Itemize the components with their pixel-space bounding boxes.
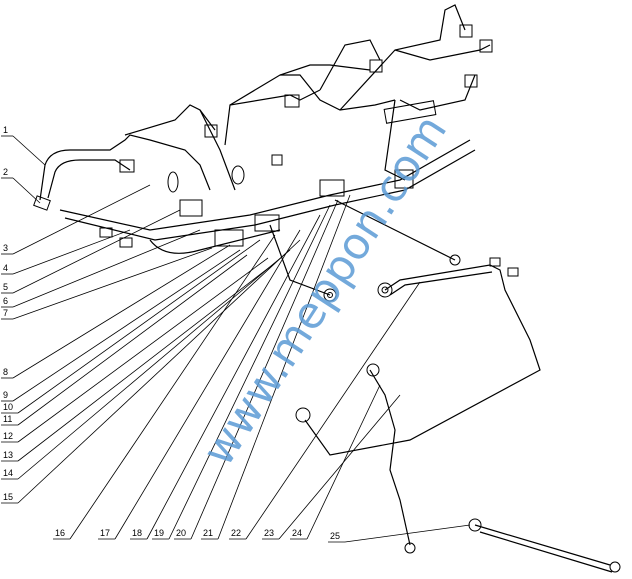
callout-leaders [1, 135, 471, 543]
callout-4: 4 [3, 263, 9, 273]
leader-line [12, 184, 151, 255]
callout-23: 23 [264, 528, 275, 538]
callout-7: 7 [3, 308, 9, 318]
leader-line [217, 194, 351, 540]
callout-9: 9 [3, 390, 9, 400]
leader-line [306, 384, 381, 540]
leader-line [12, 249, 241, 402]
leader-line [17, 254, 248, 426]
leader-line [12, 135, 46, 166]
leader-line [17, 257, 269, 443]
callout-18: 18 [132, 528, 143, 538]
leader-line [12, 244, 231, 379]
callout-5: 5 [3, 282, 9, 292]
leader-line [168, 204, 331, 540]
leader-line [190, 199, 339, 540]
leader-line [12, 229, 131, 275]
leader-line [17, 239, 301, 504]
callout-25: 25 [330, 531, 341, 541]
leader-line [245, 281, 421, 540]
leader-line [12, 177, 41, 204]
callout-19: 19 [154, 528, 165, 538]
leader-line [69, 234, 276, 540]
callout-24: 24 [292, 528, 303, 538]
callout-6: 6 [3, 296, 9, 306]
leader-line [146, 214, 321, 540]
leader-line [17, 239, 261, 414]
callout-20: 20 [176, 528, 187, 538]
leader-line [278, 394, 401, 540]
leader-line [12, 247, 213, 320]
fittings [33, 24, 621, 573]
callout-17: 17 [100, 528, 111, 538]
callout-13: 13 [3, 450, 14, 460]
callout-3: 3 [3, 243, 9, 253]
callout-16: 16 [55, 528, 66, 538]
callout-22: 22 [231, 528, 242, 538]
leader-line [12, 229, 201, 308]
callout-15: 15 [3, 492, 14, 502]
leader-line [12, 209, 181, 294]
callout-14: 14 [3, 468, 14, 478]
callout-12: 12 [3, 431, 14, 441]
callout-21: 21 [203, 528, 214, 538]
callout-1: 1 [3, 125, 9, 135]
leader-line [114, 229, 301, 540]
callout-8: 8 [3, 367, 9, 377]
leader-line [344, 524, 471, 543]
callout-10: 10 [3, 402, 14, 412]
callout-2: 2 [3, 167, 9, 177]
leader-line [17, 262, 276, 462]
callout-11: 11 [3, 414, 13, 424]
leader-line [17, 249, 291, 480]
